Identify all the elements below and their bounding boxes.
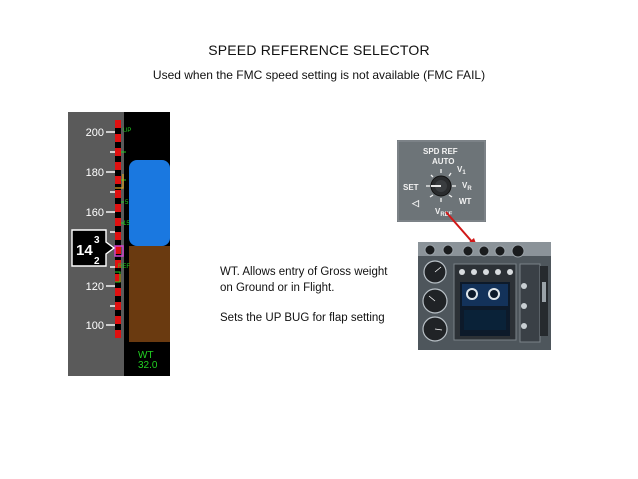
selector-v1-label: V1 <box>457 165 466 176</box>
speed-readout-lower: 2 <box>94 256 100 267</box>
airspeed-tape: 200 180 160 120 100 UP 5 15 REF 14 3 <box>68 112 170 376</box>
selector-vref-label: VREF <box>435 207 453 218</box>
selector-vr-label: VR <box>462 181 472 192</box>
tick-label-100: 100 <box>86 320 104 332</box>
sky-area <box>129 160 170 246</box>
tick-label-120: 120 <box>86 281 104 293</box>
selector-wt-label: WT <box>459 197 472 206</box>
selector-arrow-icon: ◁ <box>411 198 420 208</box>
speed-reference-selector-panel: SPD REF AUTO SET V1 VR WT VREF ◁ <box>397 140 486 222</box>
description-block: WT. Allows entry of Gross weight on Grou… <box>220 264 387 326</box>
wt-description: WT. Allows entry of Gross weight on Grou… <box>220 266 388 294</box>
speed-readout-main: 14 <box>76 242 93 259</box>
ground-area <box>129 246 170 342</box>
page-title: SPEED REFERENCE SELECTOR <box>208 42 430 58</box>
wt-value: 32.0 <box>138 360 158 371</box>
speed-readout-upper: 3 <box>94 235 100 246</box>
bug-5-label: 5 <box>125 200 129 206</box>
wt-label: WT <box>138 350 154 361</box>
up-bug-description: Sets the UP BUG for flap setting <box>220 312 385 324</box>
page-subtitle: Used when the FMC speed setting is not a… <box>152 68 486 82</box>
bug-15-label: 15 <box>123 221 130 227</box>
tick-label-180: 180 <box>86 167 104 179</box>
selector-set-label: SET <box>403 183 419 192</box>
magenta-speed-bug <box>114 245 124 257</box>
cockpit-panel-photo <box>418 242 551 350</box>
tick-label-200: 200 <box>86 127 104 139</box>
selector-header-auto: AUTO <box>432 157 455 166</box>
tick-label-160: 160 <box>86 207 104 219</box>
bug-ref-label: REF <box>118 264 130 270</box>
current-speed-box <box>71 229 116 267</box>
bug-up-label: UP <box>123 128 131 134</box>
ref-bug-bracket <box>115 271 121 283</box>
selector-header-spd-ref: SPD REF <box>423 147 458 156</box>
